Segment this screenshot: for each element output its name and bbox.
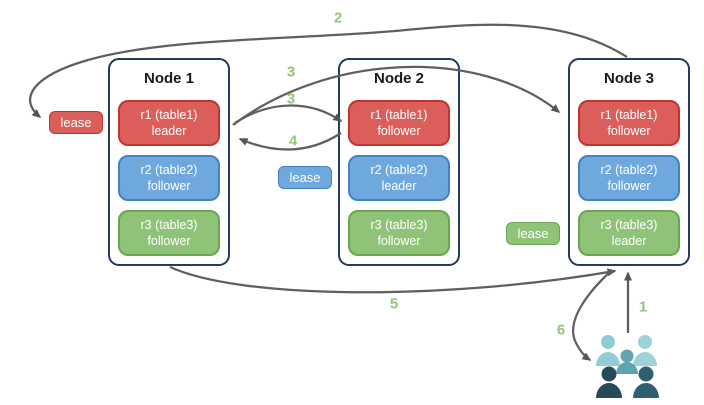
replica-role: follower bbox=[147, 179, 191, 193]
replica-name: r2 (table2) bbox=[370, 162, 428, 177]
replica-role: leader bbox=[151, 124, 187, 138]
replica-name: r3 (table3) bbox=[140, 217, 198, 232]
node-2-replica-r1: r1 (table1) follower bbox=[348, 100, 450, 146]
replica-role: follower bbox=[377, 124, 421, 138]
replica-role: leader bbox=[381, 179, 417, 193]
person-silhouette-front-left bbox=[596, 366, 622, 398]
node-2-box: Node 2 r1 (table1) follower r2 (table2) … bbox=[338, 58, 460, 266]
step-label-3a: 3 bbox=[286, 63, 296, 81]
node-3-box: Node 3 r1 (table1) follower r2 (table2) … bbox=[568, 58, 690, 266]
replica-name: r2 (table2) bbox=[140, 162, 198, 177]
replica-role: leader bbox=[611, 234, 647, 248]
node-3-title: Node 3 bbox=[603, 70, 654, 87]
replica-role: follower bbox=[607, 179, 651, 193]
arrow-step-6 bbox=[571, 269, 613, 361]
node-3-replica-r1: r1 (table1) follower bbox=[578, 100, 680, 146]
person-silhouette-front-right bbox=[633, 366, 659, 398]
node-3-replica-r3: r3 (table3) leader bbox=[578, 210, 680, 256]
node-2-replica-r2: r2 (table2) leader bbox=[348, 155, 450, 201]
step-label-6: 6 bbox=[556, 321, 566, 339]
step-label-2: 2 bbox=[333, 9, 343, 27]
node-1-title: Node 1 bbox=[143, 70, 194, 87]
replica-name: r1 (table1) bbox=[370, 107, 428, 122]
replica-role: follower bbox=[147, 234, 191, 248]
replica-name: r3 (table3) bbox=[370, 217, 428, 232]
lease-pill-r1: lease bbox=[49, 111, 103, 134]
replica-name: r3 (table3) bbox=[600, 217, 658, 232]
step-label-5: 5 bbox=[389, 295, 399, 313]
replica-name: r2 (table2) bbox=[600, 162, 658, 177]
replica-role: follower bbox=[377, 234, 421, 248]
node-1-box: Node 1 r1 (table1) leader r2 (table2) fo… bbox=[108, 58, 230, 266]
node-1-replica-r3: r3 (table3) follower bbox=[118, 210, 220, 256]
person-silhouette-back-left bbox=[596, 335, 620, 366]
lease-pill-r3: lease bbox=[506, 222, 560, 245]
node-1-replica-r2: r2 (table2) follower bbox=[118, 155, 220, 201]
replica-name: r1 (table1) bbox=[140, 107, 198, 122]
arrow-step-5 bbox=[169, 265, 617, 294]
step-label-1: 1 bbox=[638, 298, 648, 316]
node-2-title: Node 2 bbox=[373, 70, 424, 87]
replica-name: r1 (table1) bbox=[600, 107, 658, 122]
step-label-4: 4 bbox=[288, 132, 298, 150]
node-3-replica-r2: r2 (table2) follower bbox=[578, 155, 680, 201]
step-label-3b: 3 bbox=[286, 90, 296, 108]
node-1-replica-r1: r1 (table1) leader bbox=[118, 100, 220, 146]
replica-role: follower bbox=[607, 124, 651, 138]
person-silhouette-center bbox=[616, 349, 638, 374]
lease-pill-r2: lease bbox=[278, 166, 332, 189]
arrow-step-3-to-node2 bbox=[234, 104, 343, 124]
node-2-replica-r3: r3 (table3) follower bbox=[348, 210, 450, 256]
person-silhouette-back-right bbox=[633, 335, 657, 366]
users-group-icon bbox=[596, 335, 659, 398]
